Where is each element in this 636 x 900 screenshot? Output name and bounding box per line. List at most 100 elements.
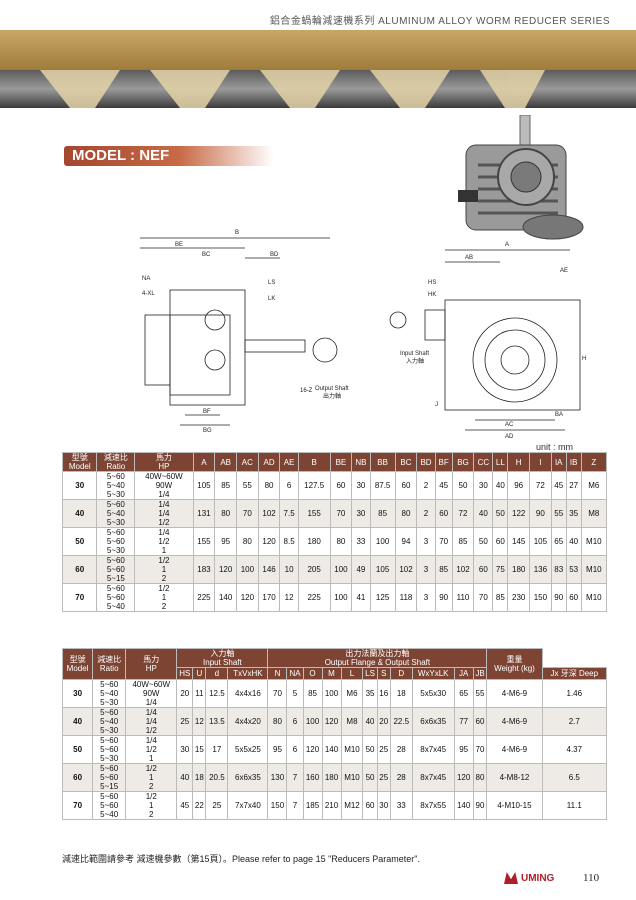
table1-header-cell: AD (257, 452, 281, 472)
table1-header-cell: AC (236, 452, 259, 472)
ratio-cell: 5~60 5~60 5~30 (96, 527, 136, 556)
value-cell: 45 (176, 791, 194, 820)
value-cell: 3 (416, 555, 436, 584)
dim-bc: BC (202, 252, 211, 258)
value-cell: 30 (376, 791, 391, 820)
model-cell: 70 (61, 583, 98, 612)
value-cell: 50 (362, 763, 378, 792)
value-cell: 7x7x40 (227, 791, 269, 820)
value-cell: 140 (214, 583, 238, 612)
value-cell: 100 (329, 583, 353, 612)
top-bar: 鋁合金蝸輪減速機系列 ALUMINUM ALLOY WORM REDUCER S… (0, 0, 636, 30)
value-cell: 2 (416, 499, 436, 528)
value-cell: 120 (214, 555, 238, 584)
value-cell: 85 (451, 527, 475, 556)
table1-header-cell: LL (492, 452, 509, 472)
value-cell: 170 (257, 583, 281, 612)
technical-drawings: B BE BC BD NA 4-XL LS LK 16-Z BF BG Inpu… (140, 230, 586, 440)
value-cell: 102 (257, 499, 281, 528)
model-cell: 50 (61, 527, 98, 556)
value-cell: 30 (473, 471, 494, 500)
gear-teeth-svg (40, 70, 545, 108)
value-cell: 65 (550, 527, 567, 556)
value-cell: 70 (236, 499, 259, 528)
value-cell: 80 (236, 527, 259, 556)
table2-header-cell: 減速比 Ratio (92, 648, 127, 680)
value-cell: 60 (565, 583, 582, 612)
dim-a: A (505, 242, 509, 248)
value-cell: 5x5x25 (227, 735, 269, 764)
value-cell: 183 (192, 555, 216, 584)
value-cell: 16 (376, 679, 391, 708)
dim-lk: LK (268, 296, 275, 302)
value-cell: 90 (472, 791, 488, 820)
dim-bd: BD (270, 252, 279, 258)
value-cell: 6.5 (541, 763, 608, 792)
hp-cell: 1/4 1/4 1/2 (134, 499, 194, 528)
value-cell: 95 (453, 735, 474, 764)
hp-cell: 1/4 1/4 1/2 (125, 707, 178, 736)
value-cell: 105 (369, 555, 396, 584)
table1-header-cell: Z (580, 452, 608, 472)
value-cell: 4-M6-9 (486, 735, 543, 764)
dim-bf: BF (203, 409, 211, 415)
value-cell: 6 (279, 471, 299, 500)
value-cell: 70 (267, 679, 288, 708)
hp-cell: 1/2 1 2 (134, 583, 194, 612)
value-cell: 95 (214, 527, 238, 556)
value-cell: 70 (472, 735, 488, 764)
hp-cell: 1/2 1 2 (134, 555, 194, 584)
table1-header-cell: BG (451, 452, 475, 472)
gear-banner (0, 30, 636, 108)
table2-subheader-cell: d (205, 667, 229, 680)
value-cell: 40 (176, 763, 194, 792)
value-cell: 180 (297, 527, 331, 556)
value-cell: 8.5 (279, 527, 299, 556)
value-cell: 225 (192, 583, 216, 612)
value-cell: 122 (507, 499, 531, 528)
value-cell: 28 (389, 763, 413, 792)
table2-header-cell: 出力法蘭及出力軸 Output Flange & Output Shaft (267, 648, 488, 668)
value-cell: 6x6x35 (411, 707, 455, 736)
value-cell: 5x5x30 (411, 679, 455, 708)
value-cell: 30 (351, 471, 371, 500)
value-cell: 8x7x55 (411, 791, 455, 820)
footnote: 減速比範圍請參考 減速機參數（第15頁）。Please refer to pag… (62, 854, 421, 864)
value-cell: M10 (340, 763, 364, 792)
table1-header-cell: BC (394, 452, 418, 472)
ratio-cell: 5~60 5~40 5~30 (96, 471, 136, 500)
value-cell: 102 (394, 555, 418, 584)
value-cell: 118 (394, 583, 418, 612)
value-cell: 100 (236, 555, 259, 584)
table1-header-cell: 減速比 Ratio (96, 452, 136, 472)
value-cell: 80 (329, 527, 353, 556)
value-cell: 30 (351, 499, 371, 528)
value-cell: 50 (492, 499, 509, 528)
dim-4xl: 4-XL (142, 291, 155, 297)
hp-cell: 1/4 1/2 1 (134, 527, 194, 556)
value-cell: M10 (580, 527, 608, 556)
value-cell: 102 (451, 555, 475, 584)
value-cell: 40 (362, 707, 378, 736)
value-cell: 1.46 (541, 679, 608, 708)
value-cell: 4x4x16 (227, 679, 269, 708)
model-cell: 40 (61, 499, 98, 528)
model-cell: 50 (61, 735, 94, 764)
value-cell: 17 (205, 735, 229, 764)
value-cell: 75 (492, 555, 509, 584)
value-cell: 70 (329, 499, 353, 528)
value-cell: 90 (529, 499, 552, 528)
table1-header-cell: I (529, 452, 552, 472)
value-cell: 80 (214, 499, 238, 528)
dim-16z: 16-Z (300, 388, 313, 394)
unit-label: unit : mm (536, 442, 574, 452)
value-cell: 70 (473, 583, 494, 612)
table2-subheader-cell: NA (286, 667, 304, 680)
value-cell: 2.7 (541, 707, 608, 736)
value-cell: 49 (351, 555, 371, 584)
